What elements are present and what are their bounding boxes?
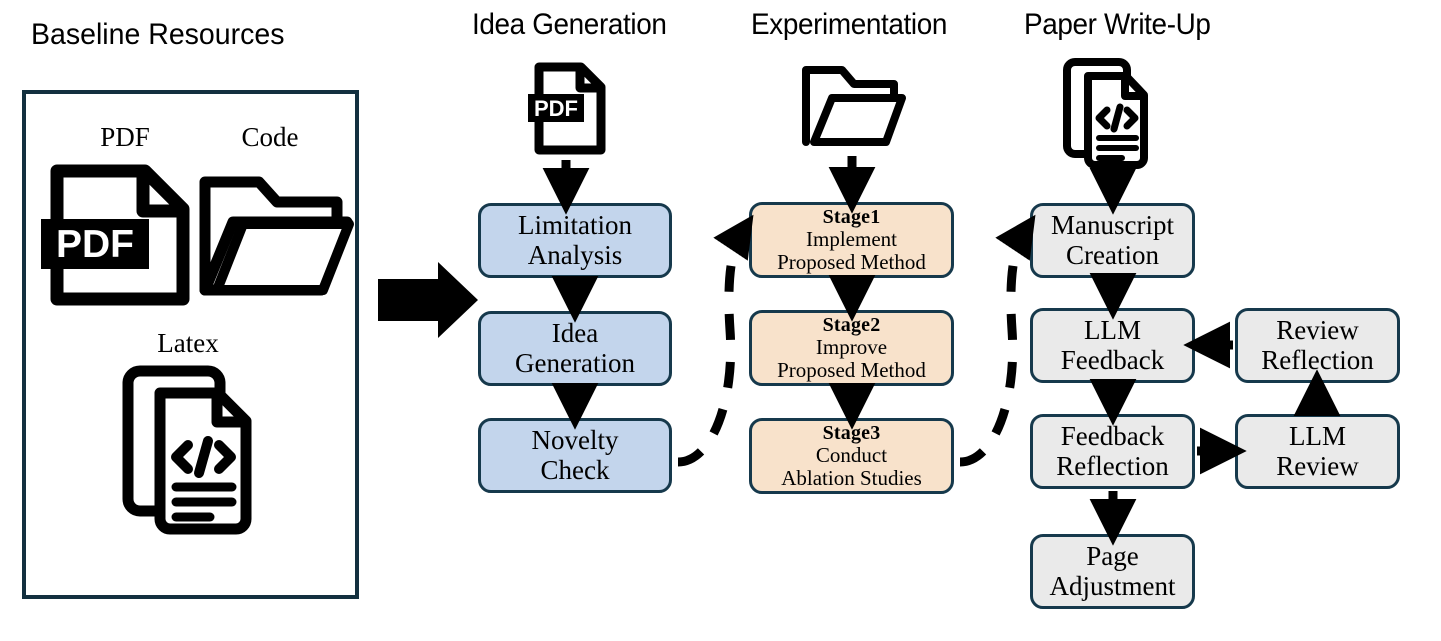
svg-text:PDF: PDF <box>534 96 578 121</box>
node-line-1: Page <box>1086 541 1139 572</box>
node-novelty-check[interactable]: Novelty Check <box>478 418 672 493</box>
node-feedback-reflection[interactable]: Feedback Reflection <box>1030 414 1195 489</box>
column-title-idea-generation: Idea Generation <box>472 8 667 41</box>
column-title-experimentation: Experimentation <box>751 8 948 41</box>
node-limitation-analysis[interactable]: Limitation Analysis <box>478 203 672 278</box>
node-stage3[interactable]: Stage3 Conduct Ablation Studies <box>749 418 954 494</box>
node-line-2: Review <box>1276 450 1359 481</box>
node-stage2[interactable]: Stage2 Improve Proposed Method <box>749 310 954 386</box>
node-line-2: Analysis <box>527 239 623 270</box>
folder-icon-experimentation-source <box>800 62 910 152</box>
node-llm-review[interactable]: LLM Review <box>1235 414 1400 489</box>
node-stage1[interactable]: Stage1 Implement Proposed Method <box>749 202 954 278</box>
node-line-1: Review <box>1276 315 1359 346</box>
node-line-3: Proposed Method <box>777 357 926 382</box>
node-line-1: Manuscript <box>1051 210 1174 241</box>
node-line-2: Conduct <box>815 443 888 468</box>
baseline-item-label-latex: Latex <box>157 328 219 358</box>
pdf-file-icon: PDF <box>35 163 190 308</box>
node-line-3: Ablation Studies <box>781 465 922 490</box>
node-llm-feedback[interactable]: LLM Feedback <box>1030 308 1195 383</box>
node-line-2: Feedback <box>1060 344 1165 375</box>
node-idea-generation[interactable]: Idea Generation <box>478 311 672 386</box>
code-documents-icon <box>120 365 260 537</box>
node-page-adjustment[interactable]: Page Adjustment <box>1030 534 1195 609</box>
node-line-2: Reflection <box>1261 344 1374 375</box>
big-arrow-baseline-to-idea <box>378 262 478 338</box>
pdf-file-icon-idea-source: PDF <box>525 62 607 157</box>
folder-icon <box>197 170 362 302</box>
node-line-1: Stage1 <box>822 205 881 228</box>
node-review-reflection[interactable]: Review Reflection <box>1235 308 1400 383</box>
baseline-item-label-code: Code <box>241 122 299 152</box>
svg-text:PDF: PDF <box>56 223 134 266</box>
node-line-1: Novelty <box>531 425 619 456</box>
node-line-2: Improve <box>815 335 888 360</box>
node-line-2: Reflection <box>1056 450 1169 481</box>
node-manuscript-creation[interactable]: Manuscript Creation <box>1030 203 1195 278</box>
node-line-1: Stage2 <box>822 313 881 336</box>
dashed-connector-novelty-to-stage1 <box>677 214 754 467</box>
node-line-2: Implement <box>806 227 897 252</box>
code-documents-icon-paper-source <box>1062 58 1154 170</box>
node-line-2: Generation <box>515 347 635 378</box>
baseline-item-label-pdf: PDF <box>100 122 150 152</box>
node-line-1: LLM <box>1084 315 1141 346</box>
baseline-resources-title: Baseline Resources <box>31 18 285 51</box>
node-line-2: Adjustment <box>1049 570 1176 601</box>
node-line-3: Proposed Method <box>777 249 926 274</box>
node-line-1: Limitation <box>518 210 632 241</box>
dashed-connector-stage3-to-manuscript <box>959 214 1036 467</box>
node-line-2: Check <box>540 454 610 485</box>
column-title-paper-writeup: Paper Write-Up <box>1024 8 1211 41</box>
node-line-1: Idea <box>551 318 599 349</box>
node-line-1: LLM <box>1289 421 1346 452</box>
node-line-1: Feedback <box>1060 421 1165 452</box>
node-line-1: Stage3 <box>822 421 881 444</box>
node-line-2: Creation <box>1066 239 1159 270</box>
